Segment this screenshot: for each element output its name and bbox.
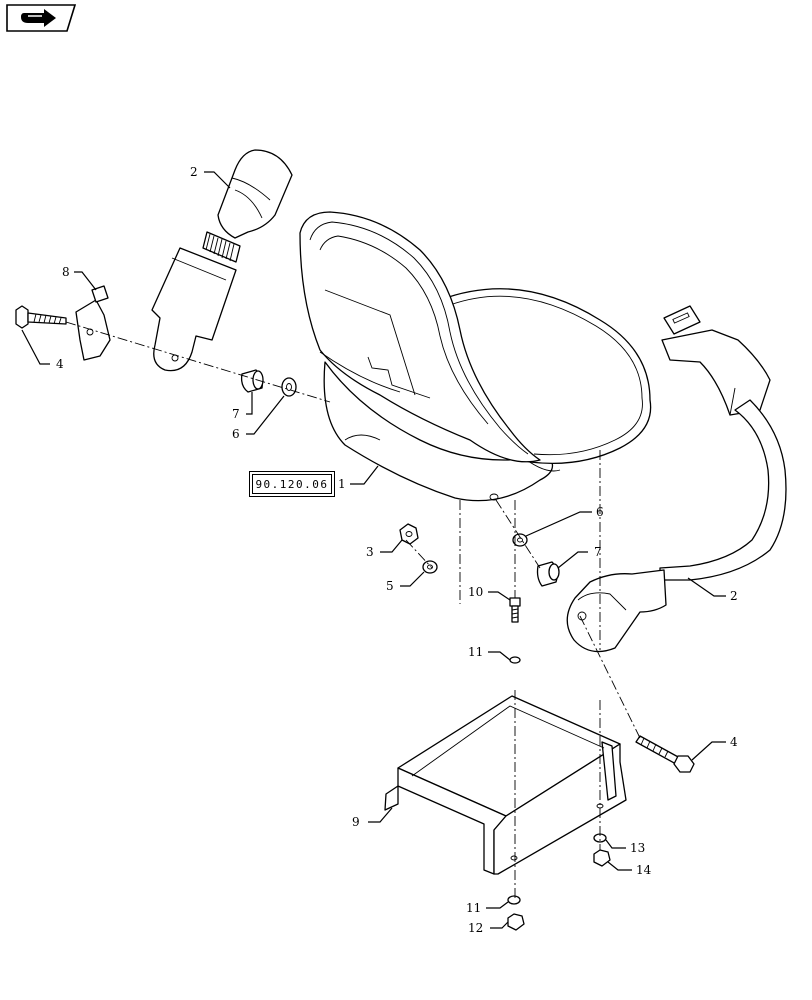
callout-2-right: 2 bbox=[730, 589, 738, 603]
nut-washer-left bbox=[399, 523, 438, 574]
callout-4-right: 4 bbox=[730, 735, 738, 749]
nav-arrow-button[interactable] bbox=[6, 4, 76, 32]
callout-7-right: 7 bbox=[594, 545, 602, 559]
callout-10: 10 bbox=[468, 585, 483, 599]
seat-assembly bbox=[299, 211, 652, 502]
leader-lines bbox=[21, 171, 726, 929]
reference-link-box[interactable]: 90.120.06 bbox=[252, 474, 332, 494]
callout-8: 8 bbox=[62, 265, 70, 279]
spacer-left bbox=[240, 369, 297, 397]
washer-nut-right bbox=[593, 833, 611, 867]
callout-7-left: 7 bbox=[232, 407, 240, 421]
arrow-right-icon bbox=[21, 9, 56, 27]
callout-11-lower: 11 bbox=[466, 901, 481, 915]
bolt-left bbox=[15, 305, 67, 329]
seat-belt-buckle-half bbox=[151, 149, 293, 372]
callout-2-upper: 2 bbox=[190, 165, 198, 179]
callout-14: 14 bbox=[636, 863, 652, 877]
bracket-part-8 bbox=[75, 285, 111, 361]
callout-3: 3 bbox=[366, 545, 374, 559]
callout-13: 13 bbox=[630, 841, 645, 855]
callout-1: 1 bbox=[338, 477, 346, 491]
callout-6-left: 6 bbox=[232, 427, 240, 441]
mounting-plate bbox=[384, 695, 627, 875]
bolt-right bbox=[635, 735, 695, 773]
callout-5: 5 bbox=[386, 579, 394, 593]
callout-11-upper: 11 bbox=[468, 645, 483, 659]
callout-4-left: 4 bbox=[56, 357, 64, 371]
callout-6-right: 6 bbox=[596, 505, 604, 519]
callout-12: 12 bbox=[468, 921, 483, 935]
seat-belt-retractor-half bbox=[566, 305, 787, 653]
washer-spacer-right bbox=[512, 533, 560, 587]
washer-nut-bottom bbox=[507, 895, 525, 931]
bolt-10-washer-11 bbox=[509, 597, 521, 664]
callout-9: 9 bbox=[352, 815, 360, 829]
